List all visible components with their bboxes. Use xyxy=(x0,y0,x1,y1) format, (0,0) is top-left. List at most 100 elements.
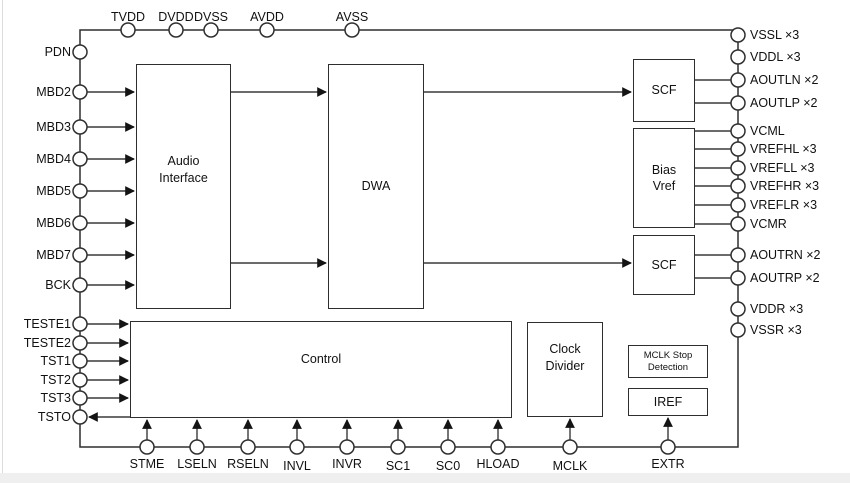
page-edge-left xyxy=(2,0,3,473)
block-label: SCF xyxy=(651,257,677,272)
pin-label-aoutlp: AOUTLP ×2 xyxy=(750,96,818,110)
pin-tst3 xyxy=(72,390,88,406)
pin-label-aoutln: AOUTLN ×2 xyxy=(750,73,819,87)
chip-boundary xyxy=(79,29,739,448)
pin-avdd xyxy=(259,22,275,38)
pin-label-mbd2: MBD2 xyxy=(36,85,71,99)
block-label: Bias Vref xyxy=(651,162,677,193)
pin-aoutrp xyxy=(730,270,746,286)
pin-label-sc0: SC0 xyxy=(435,459,461,473)
pin-pdn xyxy=(72,44,88,60)
pin-dvss xyxy=(203,22,219,38)
pin-rseln xyxy=(240,439,256,455)
pin-label-mclk: MCLK xyxy=(552,459,588,473)
pin-label-vreflr: VREFLR ×3 xyxy=(750,198,818,212)
pin-label-pdn: PDN xyxy=(44,45,71,59)
pin-label-tst1: TST1 xyxy=(40,354,71,368)
pin-aoutrn xyxy=(730,247,746,263)
pin-mbd6 xyxy=(72,215,88,231)
block-label: MCLK Stop Detection xyxy=(643,349,693,373)
block-label: Clock Divider xyxy=(545,342,585,373)
pin-vreflr xyxy=(730,197,746,213)
pin-label-tvdd: TVDD xyxy=(110,10,146,24)
pin-label-vrefhl: VREFHL ×3 xyxy=(750,142,817,156)
page-edge-bottom xyxy=(0,473,850,483)
pin-mbd3 xyxy=(72,119,88,135)
pin-label-mbd6: MBD6 xyxy=(36,216,71,230)
pin-label-lseln: LSELN xyxy=(177,457,217,471)
block-mclk-stop-detection: MCLK Stop Detection xyxy=(628,345,708,378)
pin-vddl xyxy=(730,49,746,65)
pin-label-tst3: TST3 xyxy=(40,391,71,405)
pin-tsto xyxy=(72,409,88,425)
pin-label-sc1: SC1 xyxy=(385,459,411,473)
pin-tst1 xyxy=(72,353,88,369)
pin-label-vcmr: VCMR xyxy=(750,217,787,231)
pin-vcmr xyxy=(730,216,746,232)
pin-label-stme: STME xyxy=(129,457,165,471)
pin-vrefll xyxy=(730,160,746,176)
pin-vrefhr xyxy=(730,178,746,194)
pin-lseln xyxy=(189,439,205,455)
block-control: Control xyxy=(130,321,512,418)
pin-aoutlp xyxy=(730,95,746,111)
pin-label-mbd5: MBD5 xyxy=(36,184,71,198)
pin-tst2 xyxy=(72,372,88,388)
pin-vssl xyxy=(730,27,746,43)
pin-label-vrefll: VREFLL ×3 xyxy=(750,161,815,175)
pin-mbd2 xyxy=(72,84,88,100)
pin-bck xyxy=(72,277,88,293)
block-dwa: DWA xyxy=(328,64,424,309)
pin-stme xyxy=(139,439,155,455)
pin-sc1 xyxy=(390,439,406,455)
block-label: IREF xyxy=(653,394,683,409)
pin-extr xyxy=(660,439,676,455)
pin-vcml xyxy=(730,123,746,139)
pin-label-aoutrn: AOUTRN ×2 xyxy=(750,248,821,262)
pin-label-invr: INVR xyxy=(332,457,362,471)
pin-tvdd xyxy=(120,22,136,38)
pin-label-vssl: VSSL ×3 xyxy=(750,28,800,42)
pin-label-vcml: VCML xyxy=(750,124,785,138)
pin-label-avss: AVSS xyxy=(335,10,369,24)
pin-label-teste2: TESTE2 xyxy=(23,336,71,350)
pin-label-hload: HLOAD xyxy=(476,457,520,471)
pin-label-vddr: VDDR ×3 xyxy=(750,302,804,316)
pin-sc0 xyxy=(440,439,456,455)
pin-label-mbd7: MBD7 xyxy=(36,248,71,262)
pin-label-aoutrp: AOUTRP ×2 xyxy=(750,271,820,285)
block-audio-interface: Audio Interface xyxy=(136,64,231,309)
pin-invr xyxy=(339,439,355,455)
output-lines xyxy=(695,79,731,279)
block-label: Control xyxy=(300,352,342,367)
pin-label-rseln: RSELN xyxy=(227,457,269,471)
pin-label-tst2: TST2 xyxy=(40,373,71,387)
pin-dvdd xyxy=(168,22,184,38)
pin-mclk xyxy=(562,439,578,455)
pin-label-vssr: VSSR ×3 xyxy=(750,323,802,337)
pin-label-vrefhr: VREFHR ×3 xyxy=(750,179,820,193)
signal-arrows xyxy=(87,87,673,440)
pin-aoutln xyxy=(730,72,746,88)
pin-teste2 xyxy=(72,335,88,351)
pin-label-vddl: VDDL ×3 xyxy=(750,50,801,64)
pin-label-dvss: DVSS xyxy=(193,10,229,24)
pin-label-teste1: TESTE1 xyxy=(23,317,71,331)
pin-mbd4 xyxy=(72,151,88,167)
pin-vssr xyxy=(730,322,746,338)
pin-mbd7 xyxy=(72,247,88,263)
pin-label-avdd: AVDD xyxy=(250,10,284,24)
block-scf-right: SCF xyxy=(633,235,695,295)
block-scf-left: SCF xyxy=(633,59,695,122)
block-iref: IREF xyxy=(628,388,708,416)
pin-label-mbd3: MBD3 xyxy=(36,120,71,134)
pin-label-tsto: TSTO xyxy=(37,410,71,424)
pin-mbd5 xyxy=(72,183,88,199)
block-label: Audio Interface xyxy=(159,154,208,185)
block-label: SCF xyxy=(651,83,677,98)
pin-vrefhl xyxy=(730,141,746,157)
block-clock-divider: Clock Divider xyxy=(527,322,603,417)
block-label: DWA xyxy=(361,179,391,194)
